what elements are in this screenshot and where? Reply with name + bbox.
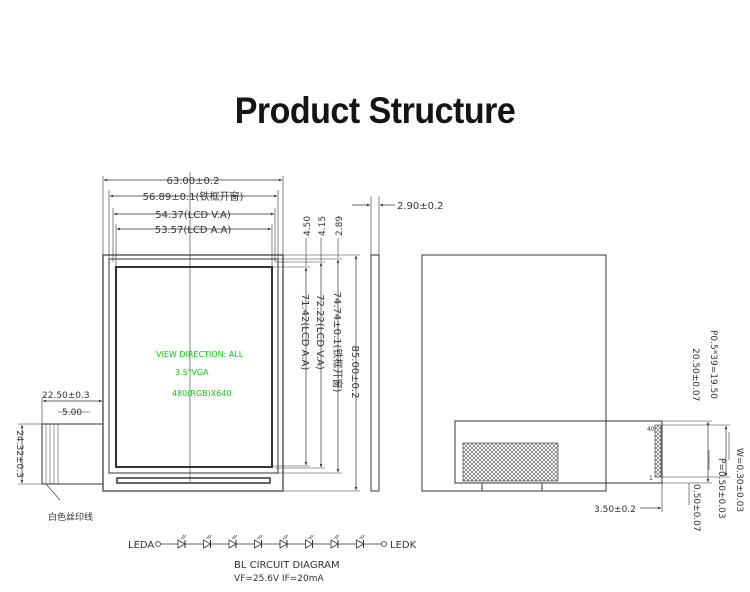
- dim-top-offset-c: 2.89: [335, 216, 345, 236]
- dim-pin-width: W=0.30±0.03: [734, 448, 744, 512]
- dim-fpc-width: 22.50±0.3: [42, 391, 90, 401]
- dim-outline-height: 85.00±0.2: [349, 346, 360, 399]
- module-outline: [102, 254, 284, 492]
- led-diode-1: [177, 534, 187, 549]
- circuit-caption: BL CIRCUIT DIAGRAM: [234, 560, 340, 571]
- screen-resolution: 480(RGB)X640: [172, 389, 232, 398]
- screen-view-direction: VIEW DIRECTION: ALL: [156, 350, 244, 359]
- dim-fpc-height: 24.32±0.3: [14, 430, 24, 478]
- dim-pad-span: 20.50±0.07: [690, 348, 700, 401]
- page-title: Product Structure: [234, 90, 516, 132]
- pin-label-first: 1: [649, 475, 653, 482]
- dim-thickness: 2.90±0.2: [397, 201, 444, 212]
- back-view: [421, 254, 730, 512]
- dim-lcd-va-width: 54.37(LCD V.A): [155, 210, 231, 221]
- dim-bezel-opening-width: 56.89±0.1(铁框开窗): [143, 190, 244, 203]
- bottom-slot: [116, 477, 271, 484]
- side-profile: [370, 254, 380, 492]
- led-diode-8: [356, 534, 365, 549]
- led-diode-2: [203, 534, 212, 549]
- dim-pin-to-edge: 3.50±0.2: [594, 505, 636, 515]
- anode-terminal: [155, 541, 161, 547]
- led-diode-6: [305, 534, 314, 549]
- bezel-opening: [108, 258, 279, 474]
- back-fpc-connector-pins: [654, 424, 662, 478]
- front-view: [18, 172, 360, 501]
- fpc-silkscreen-note: 白色丝印线: [48, 511, 93, 523]
- back-fpc-stiffener: [481, 482, 543, 492]
- backlight-circuit: [155, 534, 387, 549]
- dim-pin-edge: 0.50±0.07: [691, 484, 701, 532]
- pin-label-last: 40: [647, 426, 655, 433]
- back-fpc-ic-area: [462, 442, 559, 482]
- screen-size: 3.5"VGA: [175, 368, 209, 377]
- dim-lcd-aa-width: 53.57(LCD A.A): [155, 225, 232, 236]
- fpc-tail: [41, 423, 104, 485]
- side-view: [352, 196, 395, 492]
- dim-outline-width: 63.00±0.2: [167, 176, 220, 187]
- led-diode-3: [228, 534, 238, 549]
- led-diode-7: [330, 534, 340, 549]
- led-diode-5: [279, 534, 289, 549]
- circuit-spec: VF=25.6V IF=20mA: [234, 574, 325, 584]
- cathode-label: LEDK: [390, 540, 417, 551]
- led-diode-4: [254, 534, 263, 549]
- dim-lcd-va-height: 72.22(LCD V.A): [314, 294, 325, 370]
- dim-pin-pitch: P=0.50±0.03: [716, 458, 726, 519]
- cathode-terminal: [381, 541, 387, 547]
- fpc-traces: [45, 424, 59, 484]
- lcd-active-area: [115, 266, 273, 468]
- dim-pitch-total: P0.5*39=19.50: [708, 330, 718, 399]
- anode-label: LEDA: [128, 540, 154, 551]
- dim-top-offset-b: 4.15: [318, 216, 328, 236]
- dim-top-offset-a: 4.50: [303, 216, 313, 236]
- dim-bezel-opening-height: 74.74±0.1(铁框开窗): [331, 292, 344, 393]
- dim-fpc-offset: 5.00: [62, 408, 82, 418]
- back-fpc-board: [454, 420, 663, 484]
- dim-lcd-aa-height: 71.42(LCD A.A): [299, 294, 310, 371]
